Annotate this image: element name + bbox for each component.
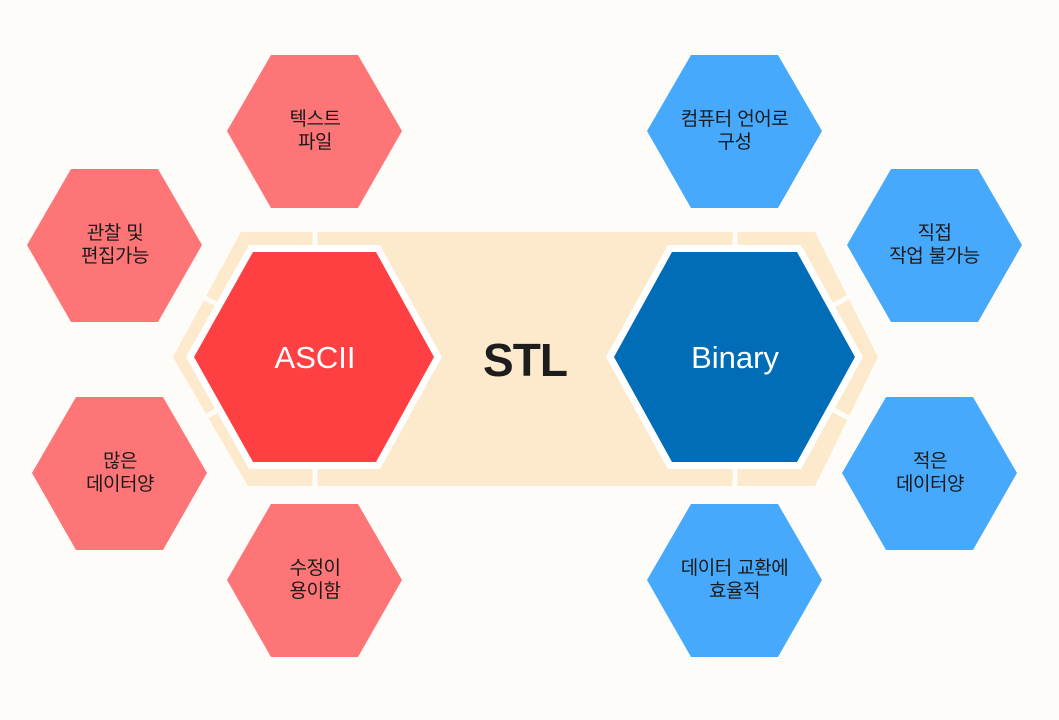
ascii-hexagon: [194, 252, 434, 462]
ascii-trait-easy-edit: 수정이 용이함: [289, 557, 341, 602]
diagram-title: STL: [483, 334, 568, 386]
binary-trait-hexagon-top: [647, 55, 822, 208]
ascii-trait-hexagon-upper-left: [27, 169, 202, 322]
ascii-trait-observable-editable: 관찰 및 편집가능: [81, 222, 149, 267]
binary-label: Binary: [691, 339, 779, 375]
binary-trait-small-data: 적은 데이터양: [896, 450, 964, 495]
ascii-trait-hexagon-bottom: [227, 504, 402, 657]
binary-trait-computer-language: 컴퓨터 언어로 구성: [680, 108, 789, 153]
ascii-trait-large-data: 많은 데이터양: [86, 450, 154, 495]
ascii-trait-hexagon-lower-left: [32, 397, 207, 550]
ascii-trait-hexagon-top: [227, 55, 402, 208]
binary-trait-hexagon-bottom: [647, 504, 822, 657]
binary-trait-hexagon-upper-right: [847, 169, 1022, 322]
binary-trait-hexagon-lower-right: [842, 397, 1017, 550]
ascii-label: ASCII: [274, 339, 356, 375]
binary-hexagon: [614, 252, 855, 462]
ascii-trait-text-file: 텍스트 파일: [289, 108, 341, 153]
binary-trait-efficient-exchange: 데이터 교환에 효율적: [680, 557, 789, 602]
binary-trait-no-direct-edit: 직접 작업 불가능: [889, 222, 980, 267]
